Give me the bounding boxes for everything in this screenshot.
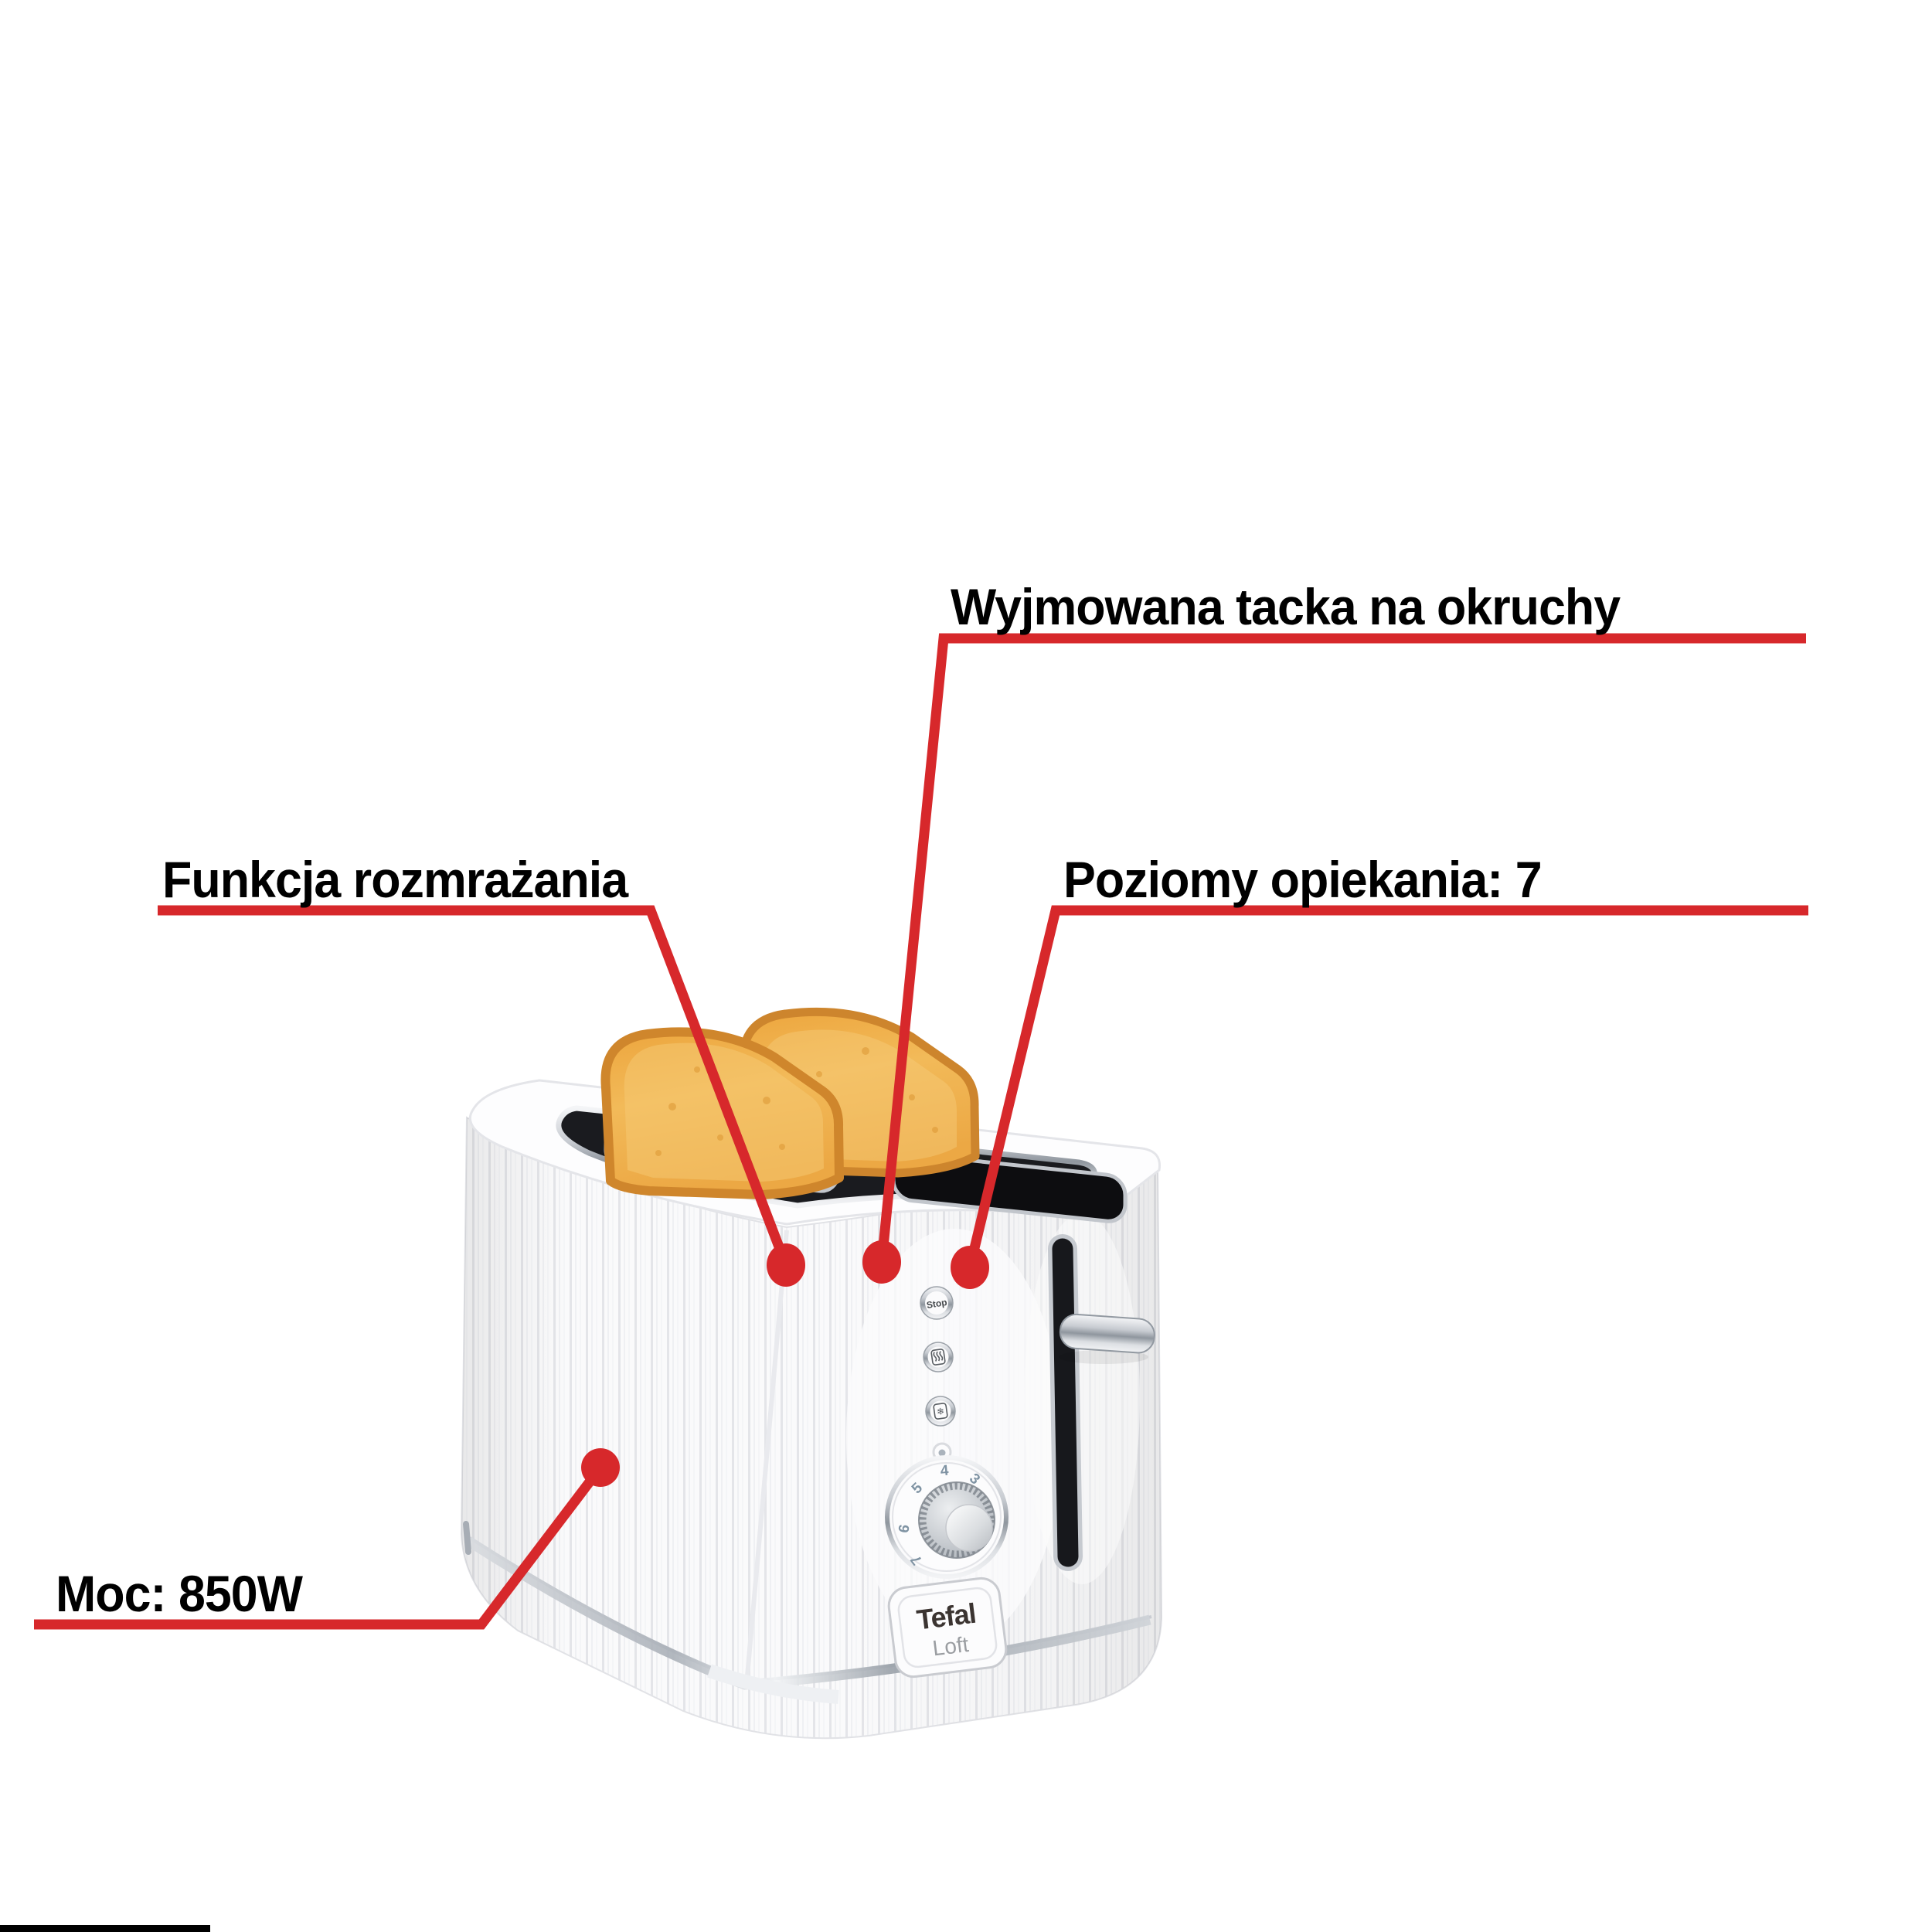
chrome-edge-sliver	[463, 1521, 471, 1555]
lift-lever	[1048, 1234, 1155, 1571]
reheat-button	[923, 1342, 954, 1372]
brand-name: Tefal	[915, 1597, 978, 1636]
callout-dot-defrost	[767, 1243, 805, 1287]
callout-line-crumb-tray	[876, 633, 1806, 1263]
lever-handle	[1059, 1313, 1155, 1354]
label-browning-levels: Poziomy opiekania: 7	[1063, 851, 1543, 908]
label-defrost: Funkcja rozmrażania	[162, 851, 628, 908]
dial-knob-cap	[945, 1504, 993, 1552]
callout-line-browning	[964, 905, 1808, 1269]
callout-dot-crumb-tray	[862, 1240, 901, 1284]
dial-number: 4	[940, 1463, 950, 1480]
defrost-icon: ❄	[933, 1403, 948, 1420]
reheat-icon	[930, 1349, 946, 1366]
label-crumb-tray: Wyjmowana tacka na okruchy	[951, 578, 1621, 635]
body-corner-line	[744, 1230, 789, 1685]
label-power: Moc: 850W	[56, 1565, 303, 1622]
toast-texture	[655, 1047, 938, 1156]
toast-slices	[600, 1007, 980, 1199]
callout-line-defrost	[158, 905, 791, 1267]
browning-dial: 4 3 5 6 7	[885, 1442, 1009, 1579]
lever-shadow	[1059, 1350, 1148, 1364]
series-name: Loft	[931, 1632, 970, 1660]
brand-badge: Tefal Loft	[887, 1577, 1008, 1679]
stop-button: Stop	[920, 1286, 954, 1320]
callout-line-power	[34, 1464, 605, 1630]
crop-bar	[0, 1925, 210, 1932]
stop-button-label: Stop	[926, 1297, 948, 1311]
chrome-trim-highlight	[707, 1664, 839, 1704]
callout-dot-power	[581, 1448, 620, 1487]
dial-number: 6	[896, 1523, 913, 1534]
defrost-button: ❄	[925, 1396, 956, 1427]
callout-dot-browning	[951, 1246, 989, 1289]
snowflake-glyph: ❄	[936, 1406, 945, 1417]
